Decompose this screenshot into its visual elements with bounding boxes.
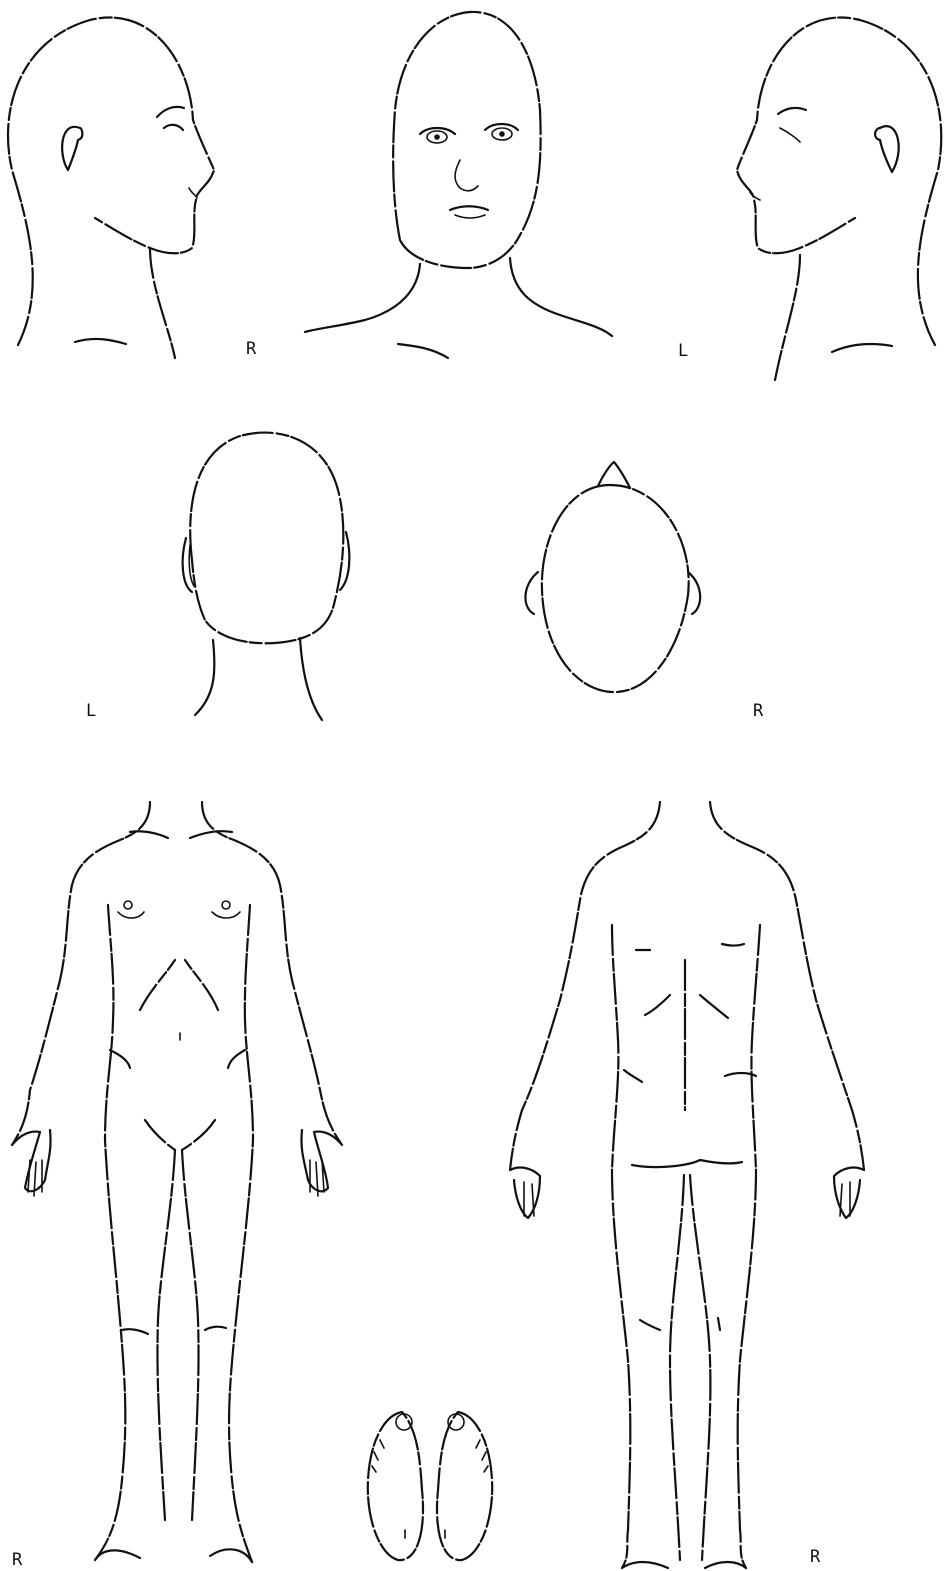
feet-soles <box>368 1412 492 1560</box>
profile-right-label: R <box>246 339 257 359</box>
profile-left-label: L <box>678 341 688 361</box>
back-head-label: L <box>86 701 96 721</box>
head-top: R <box>525 462 764 721</box>
head-left-profile <box>737 18 941 380</box>
head-front: L <box>305 12 688 361</box>
head-right-profile: R <box>8 18 257 359</box>
head-back: L <box>86 433 349 721</box>
body-back-label: R <box>810 1547 821 1567</box>
body-front-label: R <box>12 1550 23 1570</box>
top-head-label: R <box>753 701 764 721</box>
body-front: R <box>12 802 342 1570</box>
body-back: R <box>510 802 864 1568</box>
